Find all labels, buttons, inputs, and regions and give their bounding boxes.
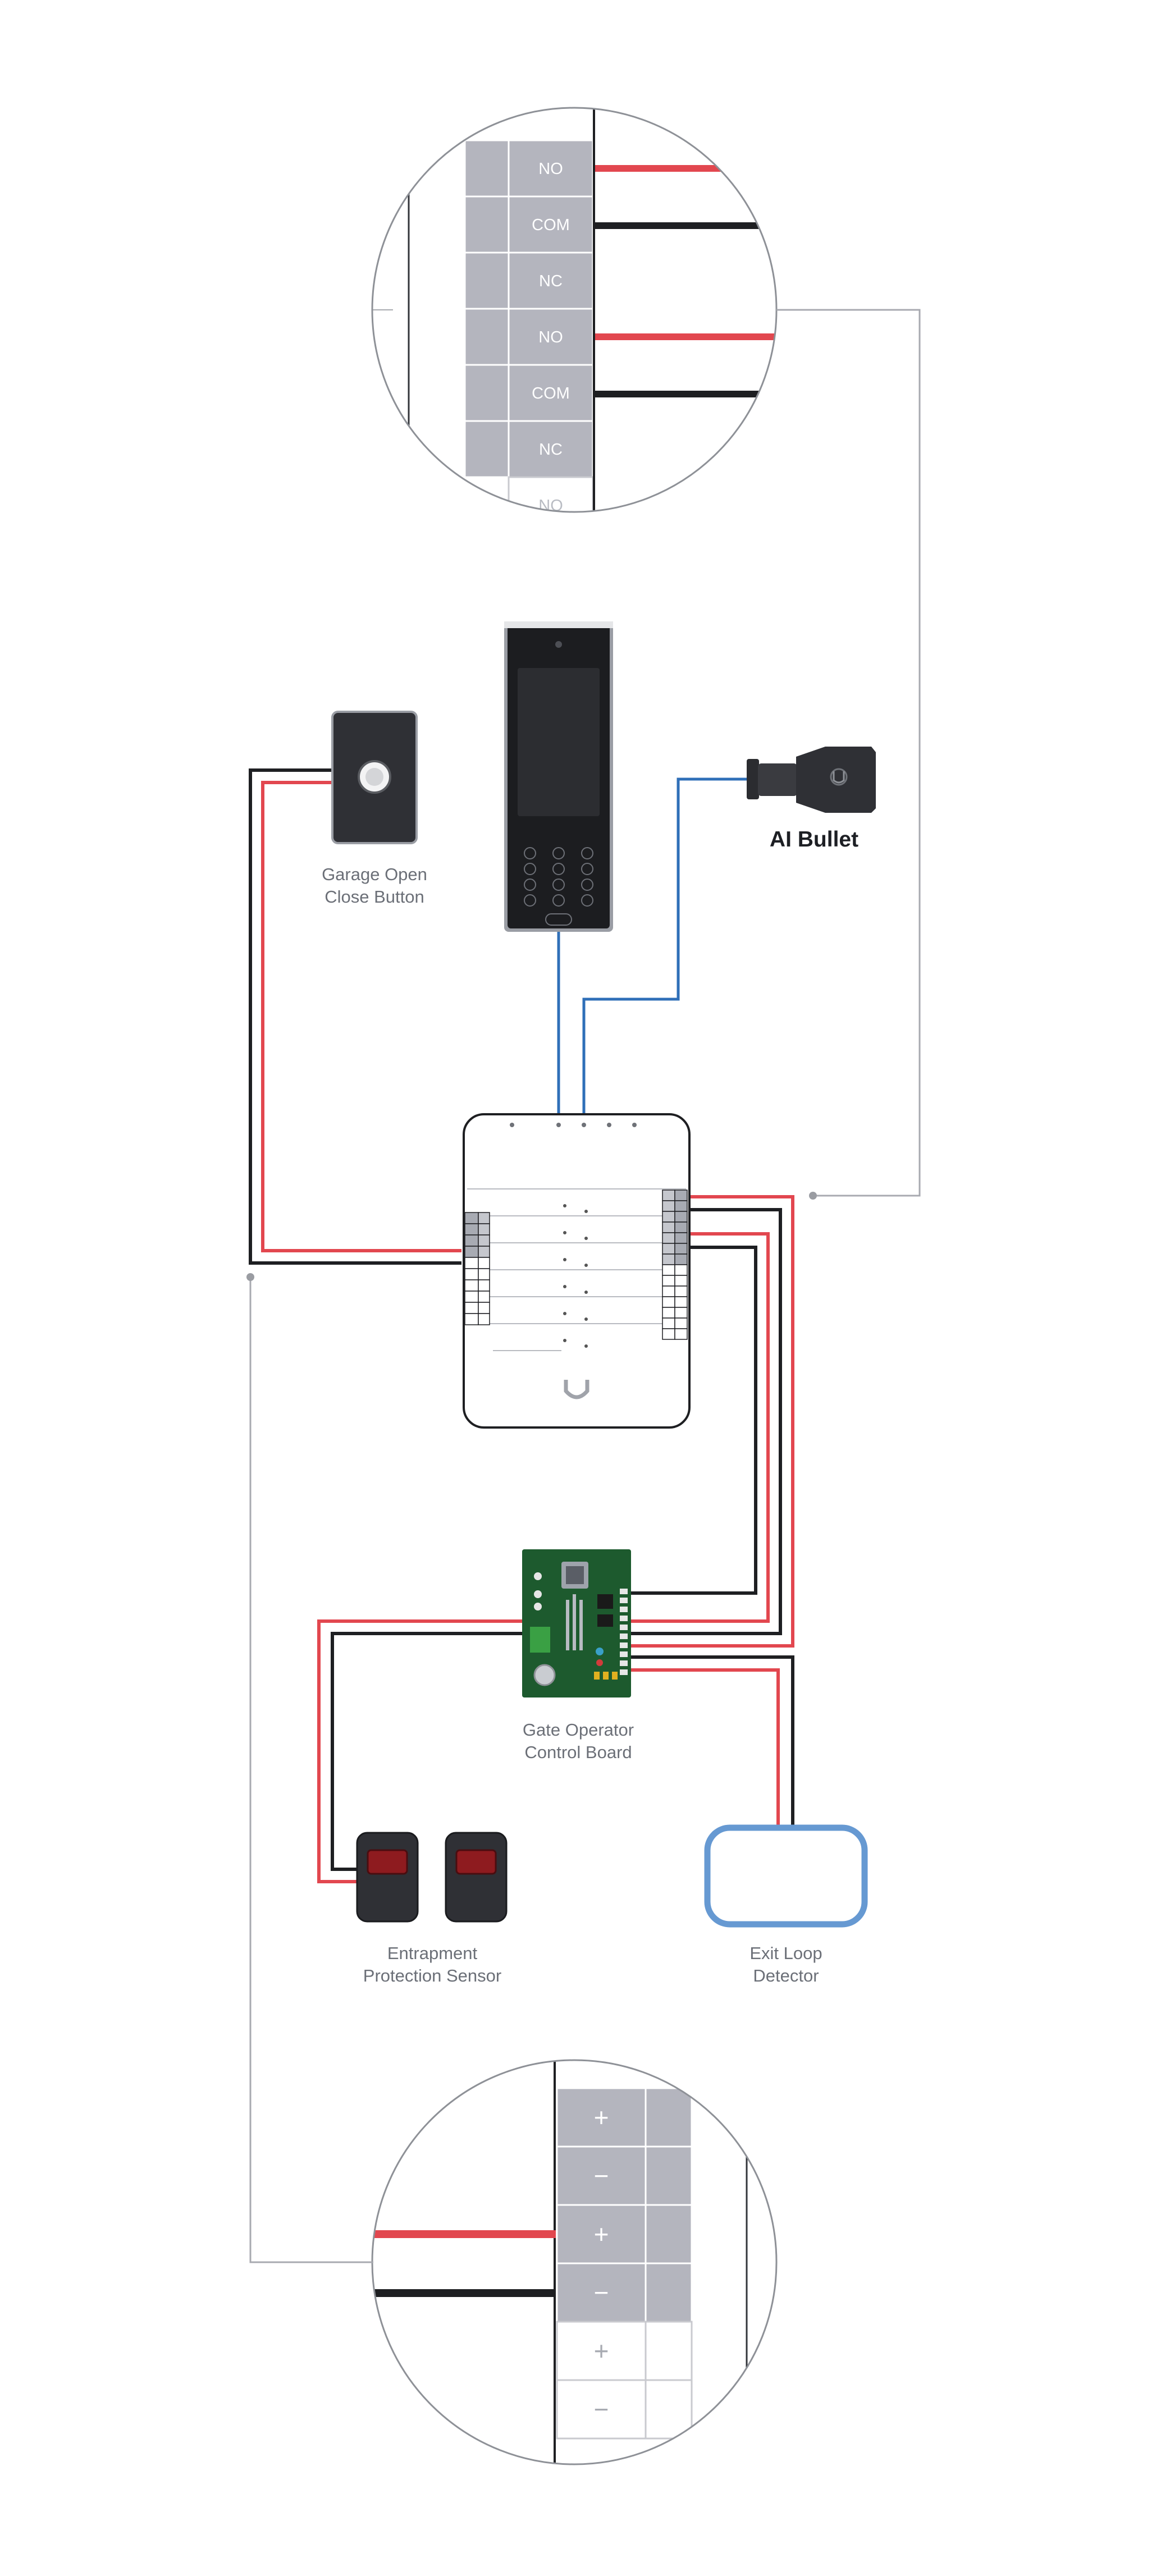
power-terminal-label: − (594, 2395, 609, 2424)
entrapment-sensor-icon (356, 1832, 508, 1923)
gate-board-label-line1: Gate Operator (522, 1720, 634, 1740)
bullet-camera-icon (747, 747, 876, 813)
garage-button-label-line2: Close Button (325, 887, 424, 907)
relay-terminal-label: NC (539, 272, 563, 290)
access-reader-keypad-icon (504, 621, 613, 932)
loop-red-wire (628, 1668, 780, 1829)
button-black-wire (249, 768, 461, 1265)
exit-loop-label-line1: Exit Loop (749, 1943, 822, 1963)
power-terminal-label: + (594, 2220, 609, 2249)
sensor-black-wire (331, 1632, 522, 1871)
relay-terminal-label: NO (538, 328, 563, 346)
exit-loop-label-line2: Detector (753, 1966, 819, 1985)
gate-board-label-line2: Control Board (524, 1742, 632, 1762)
circuit-board-icon (522, 1549, 631, 1697)
hub-board-red-wire-1 (628, 1195, 794, 1648)
relay-terminal-label: COM (532, 385, 570, 402)
ai-bullet-label: AI Bullet (769, 827, 859, 852)
push-button-icon (331, 711, 418, 844)
relay-terminal-label: NO (538, 160, 563, 178)
button-red-wire (261, 781, 461, 1252)
relay-terminal-label: COM (532, 216, 570, 234)
power-terminal-label: + (594, 2103, 609, 2132)
access-hub-icon (463, 1113, 691, 1429)
power-terminal-label: + (594, 2336, 609, 2365)
garage-button-label-line1: Garage Open (322, 864, 427, 884)
hub-board-black-wire-2 (628, 1246, 757, 1595)
relay-callout-dot (809, 1192, 817, 1200)
power-callout-dot (246, 1273, 254, 1281)
hub-board-black-wire-1 (628, 1208, 782, 1635)
entrapment-label-line1: Entrapment (387, 1943, 478, 1963)
garage-button-label: Garage Open Close Button (296, 863, 453, 908)
sensor-red-wire (317, 1619, 522, 1883)
power-zoom-circle: + − + − + − (371, 2059, 778, 2465)
entrapment-label-line2: Protection Sensor (363, 1966, 502, 1985)
camera-data-wire (582, 777, 749, 1115)
exit-loop-label: Exit Loop Detector (707, 1942, 865, 1987)
exit-loop-icon (704, 1824, 868, 1928)
gate-board-label: Gate Operator Control Board (494, 1719, 662, 1764)
hub-board-red-wire-2 (628, 1232, 770, 1623)
entrapment-label: Entrapment Protection Sensor (348, 1942, 517, 1987)
relay-callout-line (776, 309, 921, 1197)
power-callout-line (249, 1277, 373, 2263)
power-terminal-label: − (594, 2278, 609, 2307)
power-terminal-label: − (594, 2161, 609, 2190)
relay-terminal-label: NC (539, 441, 563, 459)
loop-black-wire (628, 1655, 794, 1825)
